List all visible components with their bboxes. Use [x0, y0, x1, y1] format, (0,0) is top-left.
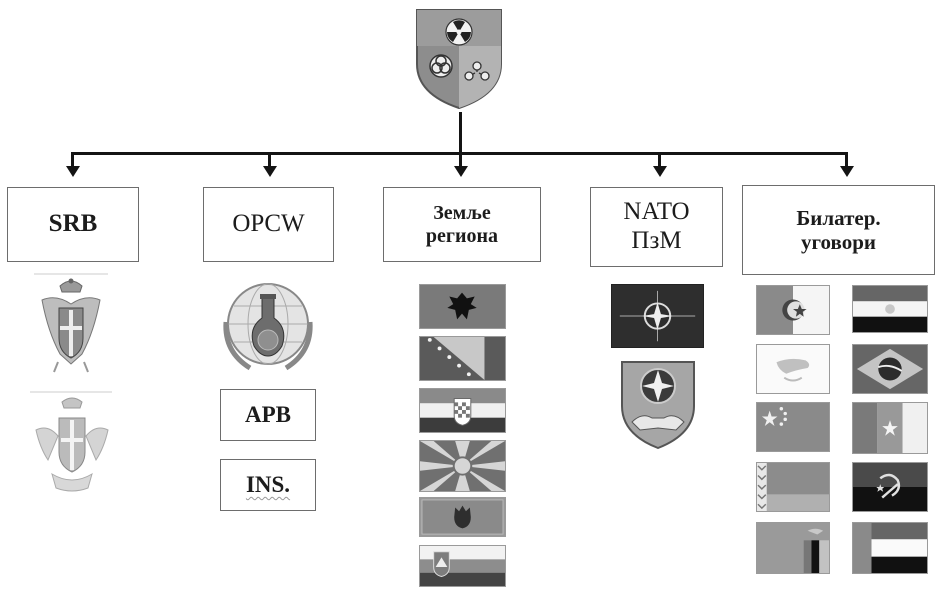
flag-albania — [419, 284, 506, 329]
flag-montenegro — [419, 497, 506, 537]
flag-cameroon — [852, 402, 928, 454]
nato-label-line1: NATO — [623, 198, 690, 226]
ins-box: INS. — [220, 459, 316, 511]
branch-line-region — [459, 152, 462, 169]
bilateral-box: Билатер. уговори — [742, 185, 935, 275]
flag-croatia — [419, 388, 506, 433]
region-box: Земље региона — [383, 187, 541, 262]
region-label-line2: региона — [425, 224, 499, 247]
bilateral-label-line1: Билатер. — [796, 205, 881, 230]
flag-cyprus — [756, 344, 830, 394]
flag-belarus — [756, 462, 830, 512]
flag-north-macedonia — [419, 440, 506, 492]
flag-slovenia — [419, 545, 506, 587]
opcw-emblem — [223, 283, 313, 371]
nato-label-line2: ПзМ — [631, 227, 682, 254]
nato-pfp-shield-emblem — [621, 361, 695, 450]
branch-line-opcw — [268, 152, 271, 169]
bilateral-label-line2: уговори — [801, 230, 876, 254]
opcw-box: OPCW — [203, 187, 334, 262]
branch-arrow-opcw — [263, 166, 277, 177]
branch-line-bilateral — [845, 152, 848, 169]
flag-angola — [852, 462, 928, 512]
apb-label: APB — [245, 401, 291, 427]
branch-arrow-region — [454, 166, 468, 177]
ins-label: INS. — [245, 471, 291, 497]
flag-egypt — [852, 285, 928, 333]
flag-brazil — [852, 344, 928, 394]
flag-china — [756, 402, 830, 452]
branch-arrow-bilateral — [840, 166, 854, 177]
flag-zambia — [756, 522, 830, 574]
region-label-line1: Земље — [433, 201, 491, 224]
trunk-line — [459, 112, 462, 155]
flag-algeria — [756, 285, 830, 335]
srb-box: SRB — [7, 187, 139, 262]
serbia-coat-of-arms — [34, 273, 108, 373]
branch-arrow-nato — [653, 166, 667, 177]
branch-arrow-srb — [66, 166, 80, 177]
opcw-label: OPCW — [232, 210, 305, 238]
flag-uae — [852, 522, 928, 574]
branch-line-nato — [658, 152, 661, 169]
srb-label: SRB — [48, 210, 98, 238]
nato-flag — [611, 284, 704, 348]
serbian-armed-forces-emblem — [30, 391, 112, 492]
flag-bosnia-herzegovina — [419, 336, 506, 381]
cbrn-shield-emblem — [416, 9, 502, 110]
apb-box: APB — [220, 389, 316, 441]
branch-line-srb — [71, 152, 74, 169]
nato-box: NATO ПзМ — [590, 187, 723, 267]
